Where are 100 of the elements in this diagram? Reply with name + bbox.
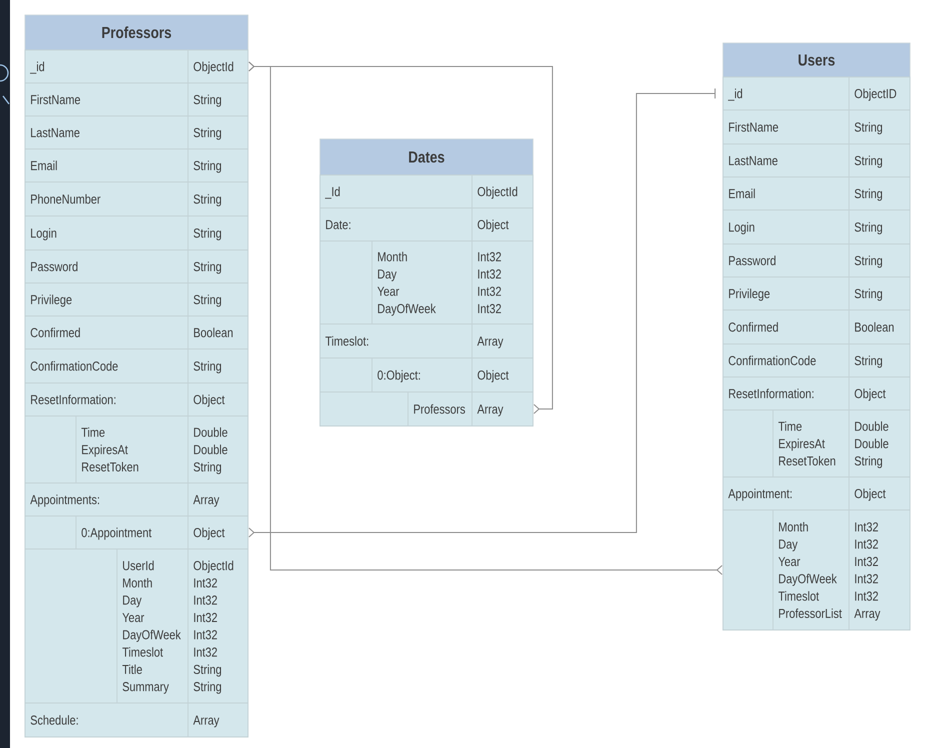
field-name: DayOfWeek xyxy=(123,630,181,642)
field-name: FirstName xyxy=(729,122,778,132)
field-type: String xyxy=(194,664,222,677)
table-row xyxy=(24,82,248,116)
table-row xyxy=(24,182,248,216)
field-type: String xyxy=(194,228,222,240)
table-row xyxy=(24,482,248,516)
field-name: Password xyxy=(729,256,776,266)
field-name: Timeslot xyxy=(778,591,819,601)
field-name: ExpiresAt xyxy=(82,444,128,457)
field-name: Timeslot: xyxy=(325,336,368,346)
field-name: Month xyxy=(779,522,808,532)
field-type: Double xyxy=(194,427,228,437)
field-name: ResetToken xyxy=(779,456,836,466)
field-name: PhoneNumber xyxy=(31,194,100,204)
field-name: ResetToken xyxy=(82,462,138,472)
field-type: String xyxy=(194,294,222,307)
field-type: String xyxy=(854,188,882,201)
field-type: String xyxy=(194,682,222,694)
table-row xyxy=(722,310,910,344)
field-type: Array xyxy=(193,495,220,507)
field-type: String xyxy=(854,156,882,168)
field-type: String xyxy=(194,194,222,206)
table-row xyxy=(24,148,248,182)
field-name: Month xyxy=(378,252,407,262)
field-type: Int32 xyxy=(478,252,501,262)
field-type: Boolean xyxy=(855,322,894,332)
field-name: ExpiresAt xyxy=(779,438,825,451)
field-name: 0:Appointment xyxy=(82,528,152,540)
field-type: Double xyxy=(855,438,888,448)
field-name: Time xyxy=(778,421,802,431)
table-row xyxy=(24,250,248,284)
field-type: Array xyxy=(477,336,504,348)
table-row xyxy=(722,110,910,144)
table-row xyxy=(24,516,248,550)
table-row xyxy=(24,282,248,316)
field-type: Object xyxy=(478,220,509,232)
field-type: String xyxy=(854,256,882,268)
table-row xyxy=(320,358,534,392)
field-name: Privilege xyxy=(729,288,770,301)
field-name: Year xyxy=(778,557,800,566)
field-type: Double xyxy=(855,421,888,431)
table-row xyxy=(722,376,910,410)
field-name: ResetInformation: xyxy=(729,388,814,398)
field-name: _id xyxy=(30,62,44,74)
table-row xyxy=(320,208,534,242)
field-type: String xyxy=(194,361,222,374)
field-type: String xyxy=(194,462,222,474)
field-name: _Id xyxy=(325,186,340,199)
field-type: Int32 xyxy=(194,596,217,605)
field-name: Summary xyxy=(122,682,169,694)
field-name: Professors xyxy=(414,404,465,414)
field-type: Int32 xyxy=(478,286,501,296)
table-header: Dates xyxy=(320,139,533,175)
field-type: Int32 xyxy=(855,592,878,601)
field-type: ObjectId xyxy=(194,560,234,573)
field-name: Time xyxy=(81,427,105,437)
table-row xyxy=(722,76,910,110)
field-name: Schedule: xyxy=(30,715,78,725)
field-type: String xyxy=(194,262,222,274)
field-name: Confirmed xyxy=(728,322,778,332)
field-type: Int32 xyxy=(194,612,217,622)
field-type: String xyxy=(854,456,882,468)
field-name: _id xyxy=(728,88,742,101)
table-row xyxy=(24,216,248,250)
table-row xyxy=(722,276,910,310)
field-type: Object xyxy=(478,370,509,382)
table-header: Professors xyxy=(25,15,248,50)
field-type: Object xyxy=(854,488,886,501)
table-row xyxy=(722,344,910,378)
field-type: String xyxy=(854,288,882,301)
field-type: ObjectId xyxy=(478,186,518,199)
field-type: ObjectId xyxy=(194,62,234,74)
field-type: Object xyxy=(854,388,886,401)
field-name: LastName xyxy=(31,128,80,138)
table-row xyxy=(24,116,248,150)
field-type: Array xyxy=(854,608,880,621)
field-type: ObjectID xyxy=(854,88,896,101)
field-name: Date: xyxy=(326,220,350,230)
field-type: Double xyxy=(194,444,228,454)
table-row xyxy=(320,174,534,208)
field-type: Int32 xyxy=(478,269,501,279)
table-row xyxy=(24,316,248,350)
field-name: Title xyxy=(122,664,142,674)
field-name: Confirmed xyxy=(30,328,80,338)
field-name: Day xyxy=(123,596,142,608)
field-type: String xyxy=(194,160,222,173)
field-name: Appointment: xyxy=(728,488,792,501)
field-type: String xyxy=(854,356,882,368)
table-row xyxy=(722,476,910,510)
field-name: ConfirmationCode xyxy=(728,356,816,366)
table-row xyxy=(722,176,910,210)
table-row xyxy=(24,348,248,384)
field-name: Privilege xyxy=(31,294,72,307)
field-type: String xyxy=(854,122,882,134)
field-type: Object xyxy=(194,528,225,540)
field-type: Array xyxy=(477,404,504,416)
field-type: Int32 xyxy=(194,648,217,657)
field-name: UserId xyxy=(123,560,154,570)
field-type: Int32 xyxy=(194,578,217,588)
